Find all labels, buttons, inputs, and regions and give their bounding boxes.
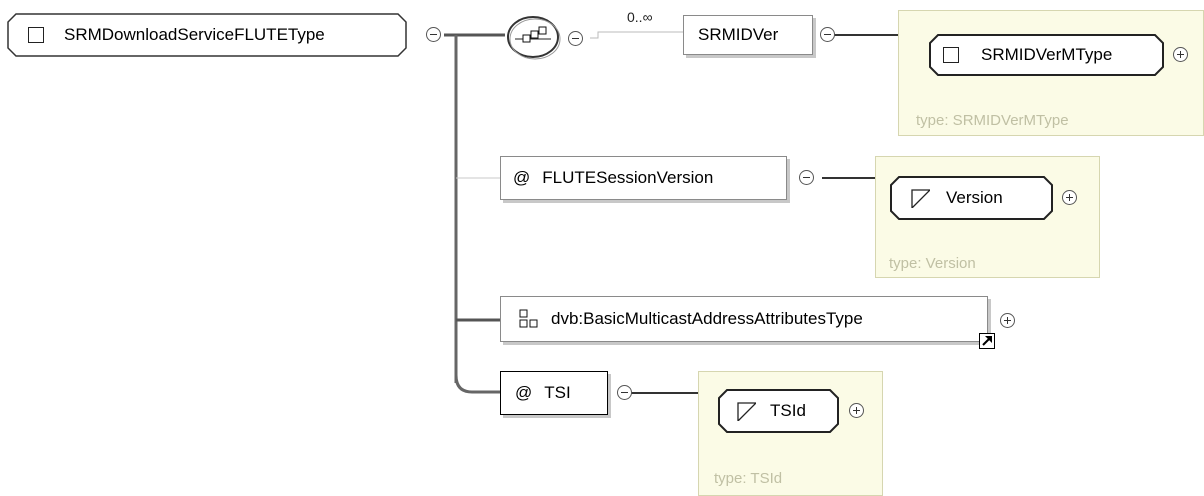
- srmidvermtype-expand-button[interactable]: [1173, 47, 1188, 62]
- tsid-node-frame: [718, 389, 839, 433]
- version-type-label: type: Version: [889, 255, 976, 272]
- tsi-attribute[interactable]: @ TSI: [500, 371, 608, 415]
- attribute-group-icon: [519, 309, 538, 328]
- complex-type-icon: [28, 27, 44, 43]
- sequence-icon: [507, 16, 561, 60]
- tsi-collapse-button[interactable]: [617, 385, 632, 400]
- simple-type-icon: [911, 189, 930, 208]
- srmidver-type-label: type: SRMIDVerMType: [916, 112, 1069, 129]
- srmidvermtype-frame: [929, 34, 1164, 76]
- sequence-compositor[interactable]: [505, 14, 561, 60]
- root-type-node[interactable]: SRMDownloadServiceFLUTEType: [6, 13, 408, 57]
- tsid-type-label: type: TSId: [714, 470, 783, 487]
- sequence-cardinality: 0..∞: [627, 9, 653, 25]
- flute-collapse-button[interactable]: [799, 170, 814, 185]
- srmidver-label: SRMIDVer: [698, 25, 779, 44]
- tsid-expand-button[interactable]: [849, 403, 864, 418]
- dvb-expand-button[interactable]: [1000, 313, 1015, 328]
- attribute-at-icon: @: [513, 168, 531, 187]
- simple-type-icon: [737, 402, 756, 421]
- flutesessionversion-label: FLUTESessionVersion: [542, 168, 714, 187]
- tsi-label: TSI: [544, 383, 571, 402]
- srmidvermtype-node[interactable]: SRMIDVerMType: [929, 34, 1165, 76]
- complex-type-icon: [943, 47, 959, 63]
- version-node-frame: [890, 176, 1053, 220]
- sequence-collapse-button[interactable]: [568, 31, 583, 46]
- tsid-simple-type-node[interactable]: TSId: [718, 389, 840, 433]
- dvb-attribute-group[interactable]: dvb:BasicMulticastAddressAttributesType: [500, 296, 988, 342]
- attribute-at-icon: @: [515, 383, 533, 402]
- version-expand-button[interactable]: [1062, 190, 1077, 205]
- tsid-label: TSId: [770, 401, 806, 420]
- srmidvermtype-label: SRMIDVerMType: [981, 45, 1113, 64]
- dvb-attribute-group-label: dvb:BasicMulticastAddressAttributesType: [551, 309, 863, 328]
- srmidver-collapse-button[interactable]: [820, 27, 835, 42]
- root-type-label: SRMDownloadServiceFLUTEType: [64, 25, 325, 44]
- srmidver-element[interactable]: SRMIDVer: [683, 15, 813, 55]
- root-node-frame: [7, 13, 407, 57]
- flutesessionversion-attribute[interactable]: @ FLUTESessionVersion: [500, 156, 787, 200]
- version-simple-type-node[interactable]: Version: [890, 176, 1054, 220]
- reference-arrow-icon[interactable]: [979, 333, 995, 349]
- version-label: Version: [946, 188, 1003, 207]
- root-collapse-button[interactable]: [426, 27, 441, 42]
